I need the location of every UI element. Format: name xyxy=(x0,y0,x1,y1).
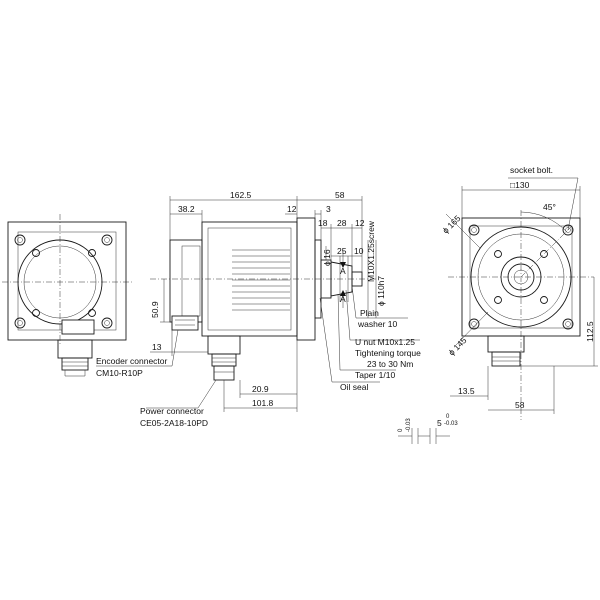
rear-connector xyxy=(57,339,93,377)
callout-oil-seal: Oil seal xyxy=(340,382,368,392)
tol-b-neg: -0.03 xyxy=(444,421,458,427)
rear-view xyxy=(2,214,134,377)
callout-socket-bolt: socket bolt. xyxy=(510,165,553,175)
dim-58-top: 58 xyxy=(335,190,345,200)
dim-phi165: ϕ 165 xyxy=(440,213,462,235)
front-bolt-holes xyxy=(468,224,574,330)
callout-power-part: CE05-2A18-10PD xyxy=(140,418,208,428)
rear-encoder-block xyxy=(61,319,95,335)
cooling-fins xyxy=(232,249,290,311)
dim-12-a: 12 xyxy=(287,204,297,214)
dim-20-9: 20.9 xyxy=(252,384,269,394)
labels: 162.5 58 38.2 12 3 18 28 12 25 10 ϕ 16 A… xyxy=(96,165,595,432)
tol-5: 5 xyxy=(437,418,442,428)
front-view xyxy=(448,210,594,420)
front-view-dimensions xyxy=(445,177,598,414)
tol-a-neg: -0.03 xyxy=(406,418,412,432)
dim-m10-screw: M10X1.25screw xyxy=(366,220,376,282)
dim-50-9: 50.9 xyxy=(150,301,160,318)
dim-phi16: ϕ 16 xyxy=(322,249,332,266)
callout-taper: Taper 1/10 xyxy=(355,370,395,380)
callout-plain: Plain xyxy=(360,308,379,318)
power-connector xyxy=(207,335,241,381)
tol-a-zero: 0 xyxy=(398,428,404,432)
front-connector xyxy=(487,335,525,367)
callout-power-connector: Power connector xyxy=(140,406,204,416)
encoder-connector-block xyxy=(171,315,199,331)
tol-b-zero: 0 xyxy=(446,414,450,420)
encoder-housing xyxy=(169,239,203,323)
side-view-leaders xyxy=(96,285,420,409)
dim-13-5: 13.5 xyxy=(458,386,475,396)
callout-washer: washer 10 xyxy=(357,319,397,329)
dim-38-2: 38.2 xyxy=(178,204,195,214)
dim-13: 13 xyxy=(152,342,162,352)
dim-101-8: 101.8 xyxy=(252,398,274,408)
dim-phi145: ϕ 145 xyxy=(446,335,468,357)
side-view-dimensions xyxy=(150,196,377,412)
section-a-lower: A xyxy=(340,294,346,304)
keyway-detail xyxy=(398,428,450,444)
rear-bolt-holes xyxy=(14,234,113,329)
callout-tightening: Tightening torque xyxy=(355,348,421,358)
section-a-upper: A xyxy=(340,266,346,276)
dim-phi110: ϕ 110h7 xyxy=(376,276,386,306)
dim-45deg: 45° xyxy=(543,202,556,212)
dim-18: 18 xyxy=(318,218,328,228)
callout-encoder-part: CM10-R10P xyxy=(96,368,143,378)
dim-12-b: 12 xyxy=(355,218,365,228)
callout-u-nut: U nut M10x1.25 xyxy=(355,337,415,347)
dim-sq130: □130 xyxy=(510,180,530,190)
dim-28: 28 xyxy=(337,218,347,228)
callout-torque-range: 23 to 30 Nm xyxy=(367,359,413,369)
dim-58-bottom: 58 xyxy=(515,400,525,410)
dim-10: 10 xyxy=(354,246,364,256)
callout-encoder-connector: Encoder connector xyxy=(96,356,168,366)
side-view xyxy=(150,217,380,381)
dim-112-5: 112.5 xyxy=(585,321,595,342)
dim-162-5: 162.5 xyxy=(230,190,252,200)
dim-25: 25 xyxy=(337,246,347,256)
dim-3: 3 xyxy=(326,204,331,214)
